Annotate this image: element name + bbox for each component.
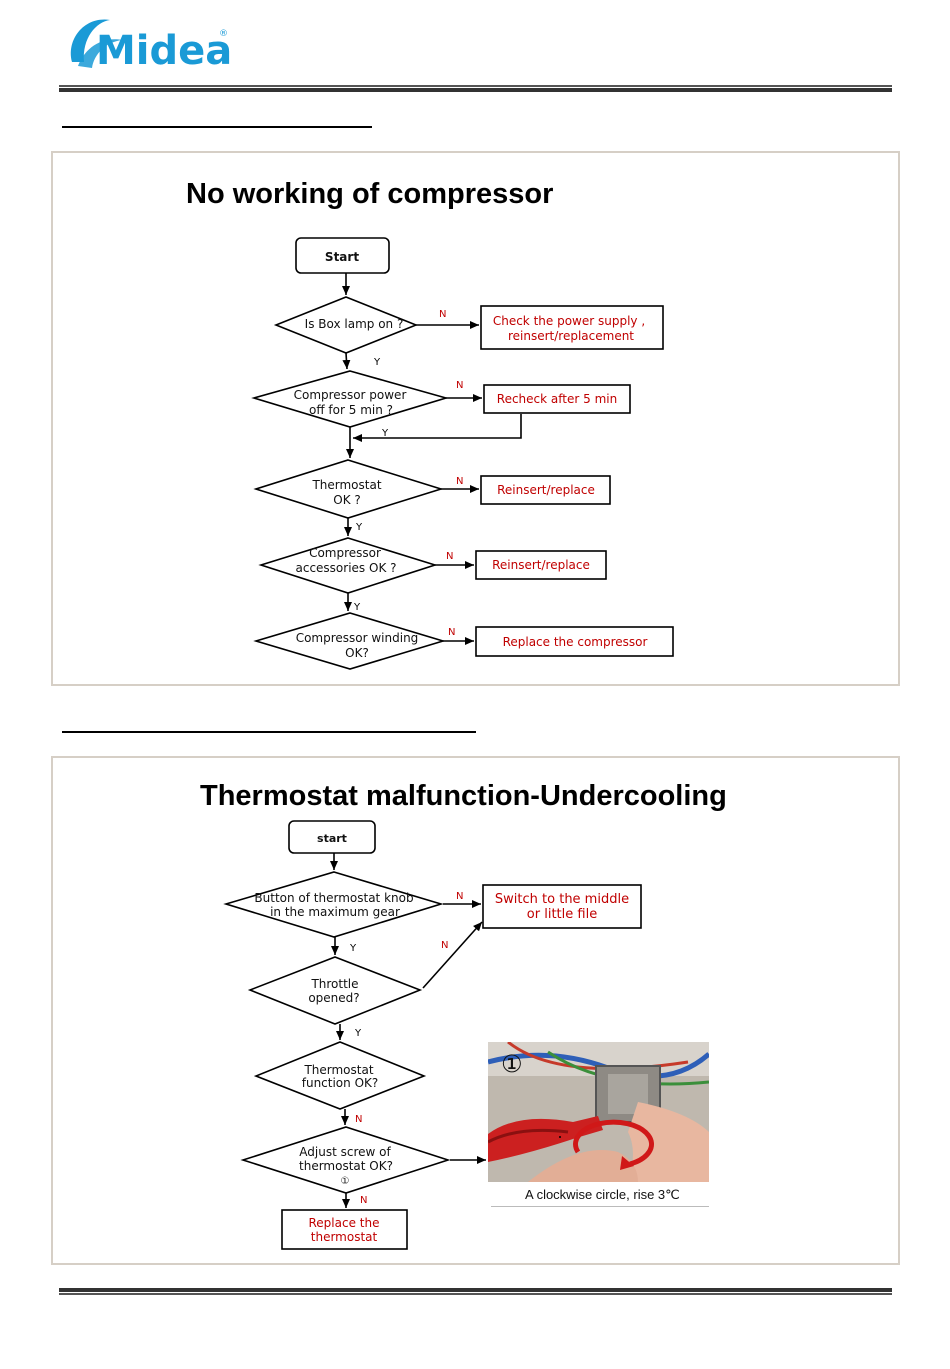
action-replace-thermostat [281, 1209, 408, 1250]
action-power-supply [480, 305, 664, 350]
photo-marker: ① [501, 1050, 523, 1078]
photo-caption-band [491, 1182, 709, 1207]
yes-label: Y [349, 943, 357, 954]
decision-adjust-marker: ① [341, 1176, 350, 1187]
action-replace-thermostat-line1: Replace the [309, 1216, 380, 1230]
action-reinsert-2-label: Reinsert/replace [492, 558, 590, 572]
action-reinsert-2 [475, 550, 607, 580]
midea-logo: Midea ® [66, 10, 246, 76]
action-power-supply-line2: reinsert/replacement [508, 329, 634, 343]
decision-adjust-line1: Adjust screw of [299, 1145, 391, 1159]
no-label: N [439, 309, 446, 320]
yes-label: Y [355, 522, 363, 533]
decision-adjust-line2: thermostat OK? [299, 1159, 393, 1173]
no-label: N [446, 551, 453, 562]
photo-caption: A clockwise circle, rise 3℃ [525, 1187, 680, 1202]
decision-power-off-line1: Compressor power [294, 388, 407, 402]
decision-throttle-line2: opened? [308, 991, 359, 1005]
decision-knob-gear [223, 871, 444, 938]
decision-winding-line1: Compressor winding [296, 631, 419, 645]
action-switch-middle [482, 884, 642, 929]
no-label: N [441, 940, 448, 951]
action-recheck-label: Recheck after 5 min [497, 392, 617, 406]
action-reinsert-1 [480, 475, 611, 505]
no-label: N [456, 476, 463, 487]
action-replace-compressor [475, 626, 674, 657]
logo-registered-mark: ® [219, 29, 228, 39]
decision-power-off-line2: off for 5 min ? [309, 403, 393, 417]
flowchart-compressor-frame [51, 151, 900, 686]
action-replace-compressor-label: Replace the compressor [503, 635, 648, 649]
decision-knob-line2: in the maximum gear [270, 905, 400, 919]
yes-label: Y [353, 602, 361, 613]
flowchart-compressor: Start Is Box lamp on ? Compressor power … [251, 237, 674, 670]
no-label: N [456, 380, 463, 391]
action-switch-line1: Switch to the middle [495, 892, 629, 907]
action-power-supply-line1: Check the power supply , [493, 314, 645, 328]
header-rule [59, 85, 892, 92]
flowchart-thermostat-title: Thermostat malfunction-Undercooling [200, 780, 727, 812]
action-recheck [483, 384, 631, 414]
action-switch-line2: or little file [527, 907, 597, 922]
decision-throttle-line1: Throttle [310, 977, 358, 991]
no-label: N [456, 891, 463, 902]
yes-label: Y [381, 428, 389, 439]
thermostat-adjust-photo: ① [488, 1042, 709, 1182]
decision-winding [253, 612, 446, 670]
decision-throttle [247, 956, 423, 1025]
start-2-label: start [317, 832, 347, 845]
decision-accessories-line1: Compressor [309, 546, 381, 560]
decision-accessories-line2: accessories OK ? [296, 561, 397, 575]
action-reinsert-1-label: Reinsert/replace [497, 483, 595, 497]
footer-rule [59, 1288, 892, 1295]
decision-box-lamp-label: Is Box lamp on ? [305, 317, 404, 331]
decision-thermostat-line1: Thermostat [311, 478, 381, 492]
yes-label: Y [373, 357, 381, 368]
recheck-return-line [353, 414, 522, 442]
logo-text: Midea [96, 28, 232, 74]
no-label: N [355, 1114, 362, 1125]
action-replace-thermostat-line2: thermostat [311, 1230, 378, 1244]
yes-label: Y [354, 1028, 362, 1039]
flowchart-thermostat-frame [51, 756, 900, 1265]
decision-knob-line1: Button of thermostat knob [254, 891, 413, 905]
decision-winding-line2: OK? [345, 646, 369, 660]
start-node-2 [288, 820, 376, 854]
decision-function-line2: function OK? [302, 1076, 379, 1090]
flowchart-compressor-title: No working of compressor [186, 178, 554, 210]
start-node [295, 237, 390, 274]
decision-thermostat-line2: OK ? [333, 493, 361, 507]
decision-function-line1: Thermostat [303, 1063, 373, 1077]
no-label: N [448, 627, 455, 638]
decision-thermostat-function [253, 1041, 427, 1110]
section-1-underline [62, 126, 372, 128]
start-label: Start [325, 250, 359, 264]
section-2-underline [62, 731, 476, 733]
no-label: N [360, 1195, 367, 1206]
